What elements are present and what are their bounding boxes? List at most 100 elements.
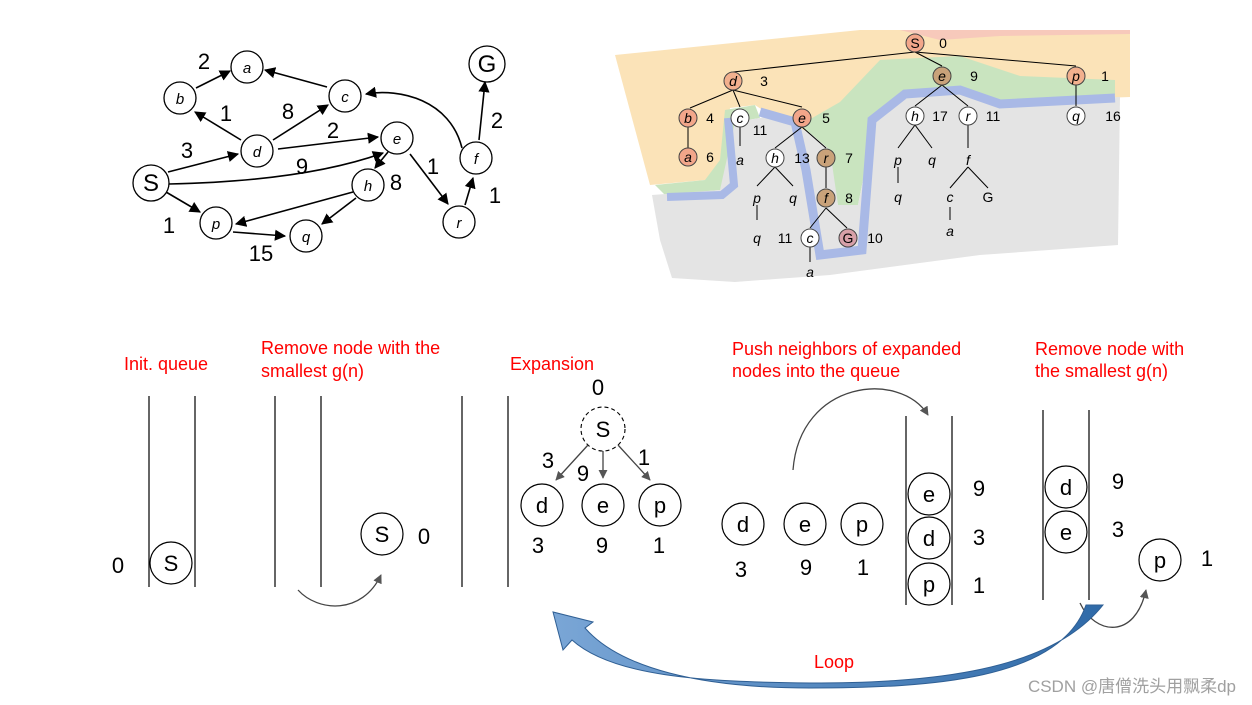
graph-node-b xyxy=(163,81,197,115)
edge-d-b xyxy=(194,111,242,141)
expansion-edge-p: 1 xyxy=(638,445,650,470)
tree-b: b xyxy=(684,110,692,126)
loop-arrow: Loop xyxy=(552,604,1105,689)
label-remove-1-line1: Remove node with the xyxy=(261,338,440,358)
neighbor-d-cost: 3 xyxy=(735,557,747,582)
cost-e-r: 1 xyxy=(427,154,439,179)
tree-a-cost: 6 xyxy=(706,149,714,165)
graph-label-b: b xyxy=(176,91,184,108)
queue-node xyxy=(149,541,193,585)
edge-f-G xyxy=(478,80,490,141)
step-expansion: 0 S 3 9 1 d e p 3 9 1 xyxy=(461,375,682,587)
graph-label-a: a xyxy=(243,60,251,77)
neighbor-p-cost: 1 xyxy=(857,555,869,580)
edge-h-p xyxy=(234,191,354,227)
tree-c2: c xyxy=(807,230,814,246)
search-tree-nodes xyxy=(678,33,1086,248)
removed-node xyxy=(360,512,404,556)
graph-node-d xyxy=(240,134,274,168)
cost-e-h: 8 xyxy=(390,170,402,195)
graph-node-c xyxy=(328,79,362,113)
graph-label-c: c xyxy=(341,89,349,106)
label-init-queue: Init. queue xyxy=(124,354,208,374)
tree-f2: f xyxy=(966,152,972,168)
tree-h: h xyxy=(771,150,779,166)
tree-d: d xyxy=(729,73,738,89)
queue-after-e-cost: 3 xyxy=(1112,517,1124,542)
queue-after-d: d xyxy=(1060,475,1072,500)
tree-h-cost: 13 xyxy=(794,150,810,166)
tree-p-cost: 1 xyxy=(1101,68,1109,84)
tree-q2: q xyxy=(753,230,761,246)
graph-label-p: p xyxy=(211,216,220,233)
edge-p-q xyxy=(232,229,287,241)
tree-c3: c xyxy=(947,189,954,205)
neighbor-p: p xyxy=(856,512,868,537)
graph-node-labels: S G a b c d e f h p q r xyxy=(143,51,496,246)
expansion-edge-d: 3 xyxy=(542,448,554,473)
watermark: CSDN @唐僧洗头用飘柔dp xyxy=(1028,676,1236,696)
graph-label-e: e xyxy=(393,131,401,148)
tree-q4: q xyxy=(894,189,902,205)
pushed-d: d xyxy=(923,526,935,551)
removed-node-cost: 0 xyxy=(418,524,430,549)
tree-f: f xyxy=(824,190,830,206)
step-labels: Init. queue Remove node with the smalles… xyxy=(124,338,1184,381)
tree-e2-cost: 5 xyxy=(822,110,830,126)
tree-a2: a xyxy=(736,152,744,168)
label-remove-2-line2: the smallest g(n) xyxy=(1035,361,1168,381)
step-init-queue: S 0 xyxy=(112,396,196,587)
queue-after-e: e xyxy=(1060,520,1072,545)
tree-G2: G xyxy=(983,189,994,205)
cost-p-q: 15 xyxy=(249,241,273,266)
tree-h2: h xyxy=(911,108,919,124)
tree-p2: p xyxy=(752,190,761,206)
graph-label-f: f xyxy=(474,151,480,168)
tree-f-cost: 8 xyxy=(845,190,853,206)
label-push-line2: nodes into the queue xyxy=(732,361,900,381)
cost-r-f: 1 xyxy=(489,183,501,208)
tree-G-cost: 10 xyxy=(867,230,883,246)
graph-label-h: h xyxy=(364,178,372,195)
graph-node-h xyxy=(351,168,385,202)
expansion-child-e: e xyxy=(597,493,609,518)
tree-r2-cost: 11 xyxy=(986,108,1001,124)
tree-h2-cost: 17 xyxy=(932,108,948,124)
step-push: d e p 3 9 1 e d p 9 3 1 xyxy=(721,388,985,606)
tree-r2: r xyxy=(966,108,972,124)
state-graph xyxy=(165,67,490,241)
search-tree-labels: S 0 d 3 e 9 p 1 b 4 c 11 e 5 a 6 a h 13 … xyxy=(684,35,1121,280)
tree-q5: q xyxy=(1072,108,1080,124)
tree-S-cost: 0 xyxy=(939,35,947,51)
expansion-child-p: p xyxy=(654,493,666,518)
pushed-e: e xyxy=(923,482,935,507)
neighbor-d: d xyxy=(737,512,749,537)
expansion-root-cost: 0 xyxy=(592,375,604,400)
tree-b-cost: 4 xyxy=(706,110,714,126)
neighbor-e: e xyxy=(799,512,811,537)
tree-a: a xyxy=(684,149,692,165)
label-push-line1: Push neighbors of expanded xyxy=(732,339,961,359)
graph-nodes xyxy=(132,45,506,253)
cost-S-p: 1 xyxy=(163,213,175,238)
graph-label-d: d xyxy=(253,144,262,161)
edge-e-r xyxy=(409,153,449,205)
tree-q: q xyxy=(789,190,797,206)
tree-c: c xyxy=(737,110,744,126)
search-tree-regions xyxy=(615,30,1130,282)
step-remove-2: d e 9 3 p 1 xyxy=(1042,410,1213,628)
cost-d-e: 2 xyxy=(327,118,339,143)
edge-S-e xyxy=(168,151,385,185)
edge-S-p xyxy=(165,191,201,213)
tree-q2-cost: 11 xyxy=(778,230,793,246)
label-expansion: Expansion xyxy=(510,354,594,374)
neighbor-e-cost: 9 xyxy=(800,555,812,580)
graph-node-a xyxy=(230,50,264,84)
expansion-child-p-cost: 1 xyxy=(653,533,665,558)
edge-b-a xyxy=(195,70,232,89)
edge-r-f xyxy=(464,176,476,206)
graph-node-e xyxy=(380,121,414,155)
graph-node-S xyxy=(132,164,170,202)
edge-d-c xyxy=(272,104,329,141)
